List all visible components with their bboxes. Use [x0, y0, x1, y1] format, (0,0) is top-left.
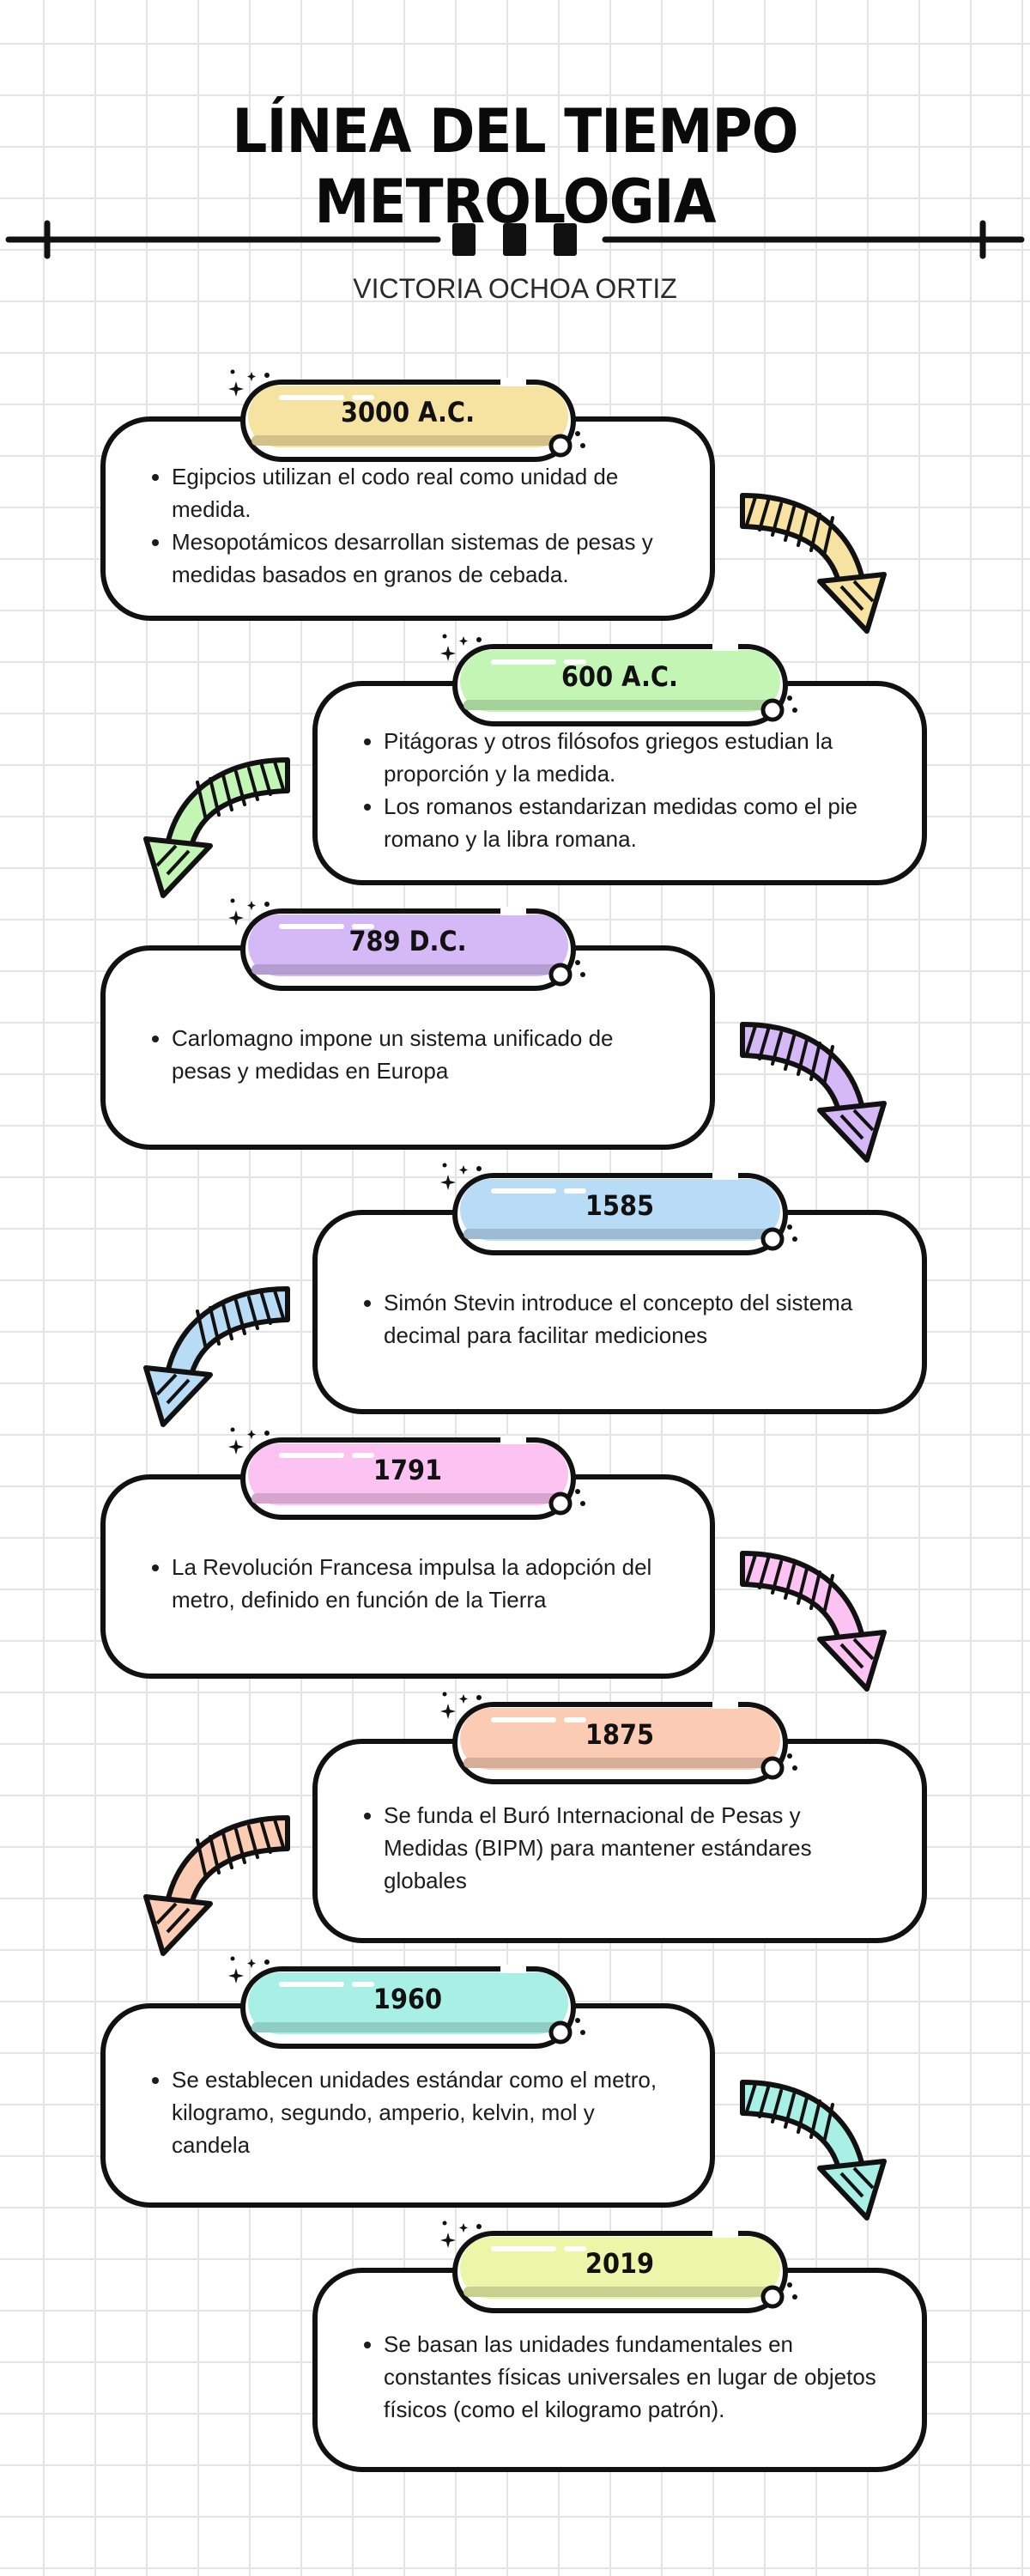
event-description: Se establecen unidades estándar como el …: [137, 2026, 670, 2198]
timeline-entry: 1875 Se funda el Buró Internacional de Pe…: [0, 1687, 1030, 1956]
date-label: 3000 A.C.: [340, 396, 476, 428]
connector-arrow: [734, 2072, 906, 2244]
connector-arrow: [734, 485, 906, 657]
event-description: Pitágoras y otros filósofos griegos estu…: [349, 704, 882, 876]
timeline-entry: 789 D.C. Carlomagno impone un sistema uni…: [0, 894, 1030, 1163]
curved-arrow-icon: [143, 757, 290, 898]
event-list: Se basan las unidades fundamentales en c…: [349, 2328, 882, 2426]
connector-arrow: [734, 1543, 906, 1715]
event-list: Se funda el Buró Internacional de Pesas …: [349, 1799, 882, 1897]
event-description: Carlomagno impone un sistema unificado d…: [137, 969, 670, 1140]
sparkle-icon: [440, 1692, 482, 1719]
event-description: Se funda el Buró Internacional de Pesas …: [349, 1762, 882, 1934]
event-list: Simón Stevin introduce el concepto del s…: [349, 1286, 882, 1352]
event-item: Se basan las unidades fundamentales en c…: [384, 2328, 882, 2426]
entry-frame: [312, 1692, 927, 1943]
timeline-entry: 1791 La Revolución Francesa impulsa la ad…: [0, 1423, 1030, 1692]
date-label: 1875: [585, 1718, 655, 1751]
date-pill-fill: [460, 1708, 780, 1770]
date-pill-fill: [460, 2237, 780, 2299]
event-item: Simón Stevin introduce el concepto del s…: [384, 1286, 882, 1352]
event-list: La Revolución Francesa impulsa la adopci…: [137, 1551, 670, 1616]
date-label: 789 D.C.: [348, 925, 467, 957]
curved-arrow-icon: [143, 1286, 290, 1427]
date-label: 600 A.C.: [561, 660, 678, 693]
title-divider: [5, 220, 1025, 259]
divider-dots-icon: [452, 223, 577, 256]
event-item: Pitágoras y otros filósofos griegos estu…: [384, 725, 882, 790]
entry-frame: [100, 1427, 715, 1679]
event-item: La Revolución Francesa impulsa la adopci…: [172, 1551, 670, 1616]
event-list: Egipcios utilizan el codo real como unid…: [137, 460, 670, 591]
event-description: Se basan las unidades fundamentales en c…: [349, 2291, 882, 2463]
timeline-entry: 1585Simón Stevin introduce el concepto d…: [0, 1158, 1030, 1427]
connector-arrow: [734, 1014, 906, 1186]
timeline-entry: 1960 Se establecen unidades estándar como…: [0, 1952, 1030, 2221]
event-description: Egipcios utilizan el codo real como unid…: [137, 440, 670, 611]
author-name: VICTORIA OCHOA ORTIZ: [353, 273, 677, 304]
date-label: 1585: [585, 1189, 655, 1222]
connector-arrow: [124, 1279, 296, 1450]
event-item: Los romanos estandarizan medidas como el…: [384, 790, 882, 855]
curved-arrow-icon: [740, 493, 887, 634]
sparkle-icon: [440, 634, 482, 661]
page-title: LÍNEA DEL TIEMPO METROLOGIA: [232, 96, 798, 237]
date-pill-fill: [460, 650, 780, 712]
date-pill-fill: [248, 1443, 568, 1505]
date-pill-fill: [248, 914, 568, 976]
connector-arrow: [124, 1807, 296, 1979]
event-list: Carlomagno impone un sistema unificado d…: [137, 1022, 670, 1087]
event-list: Se establecen unidades estándar como el …: [137, 2063, 670, 2161]
date-pill-fill: [248, 386, 568, 447]
entry-frame: [312, 634, 927, 885]
sparkle-icon: [228, 898, 270, 926]
event-description: Simón Stevin introduce el concepto del s…: [349, 1233, 882, 1405]
timeline-entry: 3000 A.C. Egipcios utilizan el codo real …: [0, 365, 1030, 634]
event-item: Se establecen unidades estándar como el …: [172, 2063, 670, 2161]
entry-frame: [312, 2221, 927, 2472]
date-pill-fill: [248, 1972, 568, 2034]
date-label: 1960: [373, 1983, 443, 2015]
sparkle-icon: [440, 1163, 482, 1190]
date-pill-fill: [460, 1179, 780, 1241]
sparkle-icon: [228, 1427, 270, 1455]
curved-arrow-icon: [143, 1815, 290, 1956]
event-item: Egipcios utilizan el codo real como unid…: [172, 460, 670, 526]
entry-frame: [100, 898, 715, 1150]
sparkle-icon: [228, 369, 270, 397]
entry-frame: [312, 1163, 927, 1414]
event-item: Carlomagno impone un sistema unificado d…: [172, 1022, 670, 1087]
curved-arrow-icon: [740, 1551, 887, 1692]
sparkle-icon: [228, 1956, 270, 1984]
event-item: Se funda el Buró Internacional de Pesas …: [384, 1799, 882, 1897]
event-list: Pitágoras y otros filósofos griegos estu…: [349, 725, 882, 855]
date-label: 1791: [373, 1454, 443, 1486]
curved-arrow-icon: [740, 2080, 887, 2221]
connector-arrow: [124, 750, 296, 921]
timeline-entry: 2019 Se basan las unidades fundamentales …: [0, 2216, 1030, 2474]
event-description: La Revolución Francesa impulsa la adopci…: [137, 1498, 670, 1669]
curved-arrow-icon: [740, 1022, 887, 1163]
event-item: Mesopotámicos desarrollan sistemas de pe…: [172, 526, 670, 591]
date-label: 2019: [585, 2247, 655, 2280]
entry-frame: [100, 369, 715, 621]
sparkle-icon: [440, 2221, 482, 2248]
entry-frame: [100, 1956, 715, 2208]
timeline-entry: 600 A.C. Pitágoras y otros filósofos grie…: [0, 629, 1030, 898]
